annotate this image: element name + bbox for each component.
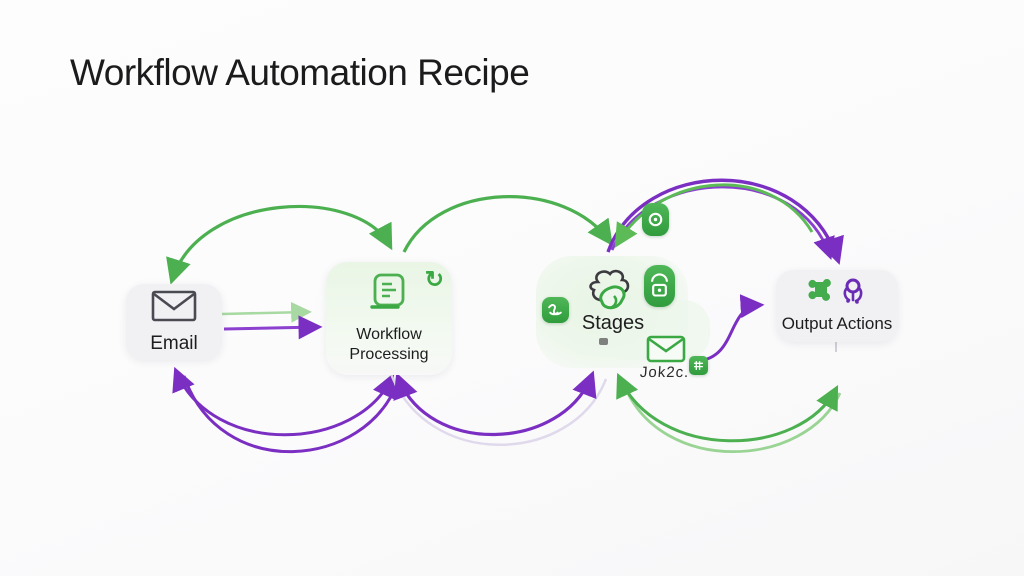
arc-stages-output-bottom-light: [622, 384, 842, 453]
output-icons: [807, 278, 867, 308]
node-output-actions: Output Actions: [776, 270, 898, 342]
arc-stages-output-bottom: [616, 372, 839, 443]
arrow-email-workflow-green: [221, 301, 312, 323]
arrow-email-workflow-purple: [223, 315, 323, 340]
node-email-label: Email: [150, 332, 198, 354]
mail-sub-label: Jok2c.: [639, 364, 690, 381]
arc-workflow-stages-bottom: [393, 370, 597, 437]
grid-chip-icon: [689, 356, 708, 375]
arc-workflow-stages-top: [402, 195, 613, 253]
squiggle-chip-icon: [542, 297, 569, 323]
node-output-label: Output Actions: [781, 314, 893, 333]
dome-chip-icon: [644, 265, 675, 307]
sync-icon: ↻: [424, 266, 444, 292]
puzzle-icon: [807, 277, 835, 310]
envelope-green-icon: [646, 335, 686, 368]
stages-smudge-mark: [599, 338, 608, 345]
ring-chip-icon: [642, 203, 669, 236]
document-icon: [367, 272, 411, 319]
node-email: Email: [126, 284, 222, 360]
node-workflow-label: Workflow Processing: [349, 326, 429, 363]
scribble-cloud-icon: [580, 266, 638, 323]
arc-email-workflow-bottom-inner: [182, 375, 400, 454]
tentacle-icon: [837, 276, 867, 311]
page-title: Workflow Automation Recipe: [70, 52, 530, 93]
envelope-icon: [151, 290, 197, 327]
arc-workflow-stages-bottom-faint: [388, 370, 608, 446]
arc-email-workflow-bottom-outer: [172, 366, 395, 437]
node-stages-label: Stages: [581, 312, 645, 334]
node-workflow-processing: ↻ Workflow Processing: [326, 262, 452, 375]
